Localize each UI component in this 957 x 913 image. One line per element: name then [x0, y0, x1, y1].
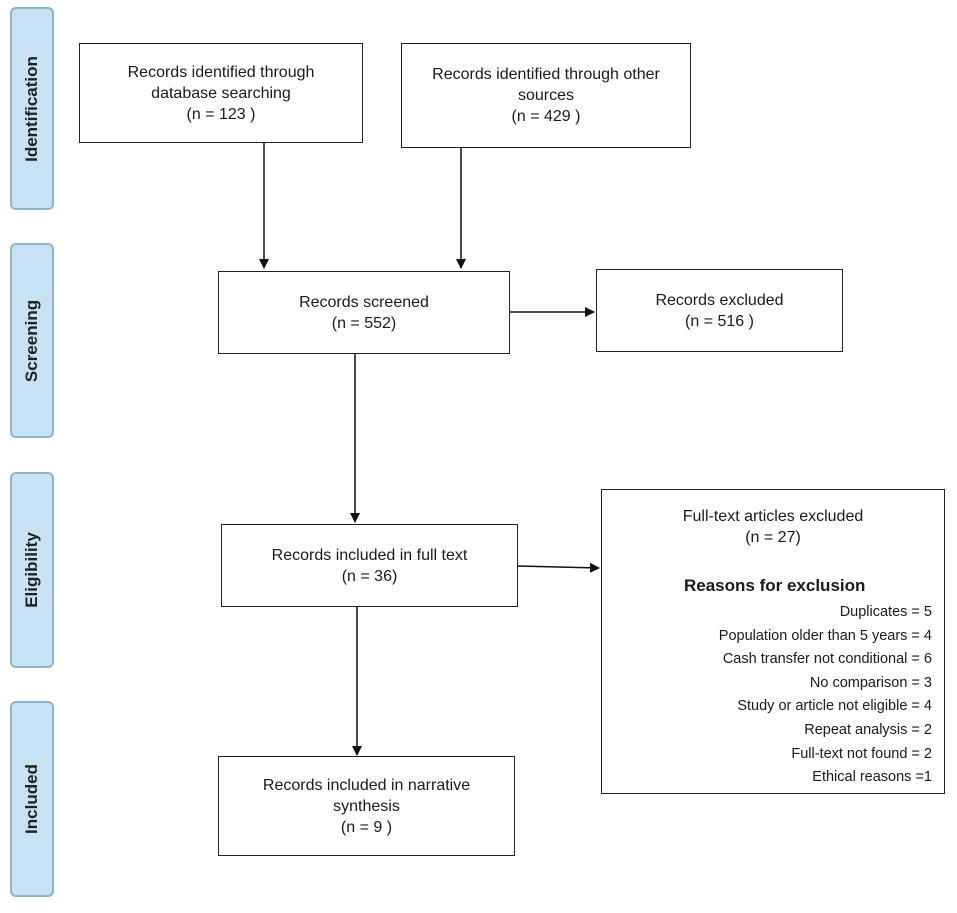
reason-item: Study or article not eligible = 4 [737, 698, 932, 715]
box-fulltext-excluded: Full-text articles excluded (n = 27) Rea… [601, 489, 945, 794]
arrow-fulltext-to-excluded [517, 562, 600, 573]
reasons-list: Duplicates = 5 Population older than 5 y… [719, 601, 932, 790]
reason-item: Repeat analysis = 2 [804, 721, 932, 738]
phase-included: Included [10, 701, 54, 897]
box-other-sources-text: Records identified through other sources… [432, 66, 660, 125]
fulltext-excluded-title: Full-text articles excluded (n = 27) [682, 508, 864, 546]
reason-item: Ethical reasons =1 [812, 769, 932, 786]
box-full-text-text: Records included in full text (n = 36) [271, 546, 468, 585]
box-narrative-synthesis-text: Records included in narrative synthesis … [262, 776, 471, 836]
box-database-search: Records identified through database sear… [79, 43, 363, 143]
box-screened-text: Records screened (n = 552) [299, 293, 429, 332]
box-narrative-synthesis: Records included in narrative synthesis … [218, 756, 515, 856]
box-full-text: Records included in full text (n = 36) [221, 524, 518, 607]
box-excluded-text: Records excluded (n = 516 ) [655, 291, 784, 330]
reason-item: Population older than 5 years = 4 [718, 627, 932, 644]
reason-item: Cash transfer not conditional = 6 [722, 651, 932, 668]
reasons-title: Reasons for exclusion [684, 576, 866, 595]
reason-item: No comparison = 3 [809, 674, 932, 691]
box-excluded: Records excluded (n = 516 ) [596, 269, 843, 352]
phase-identification: Identification [10, 7, 54, 210]
phase-screening: Screening [10, 243, 54, 438]
box-other-sources: Records identified through other sources… [401, 43, 691, 148]
phase-eligibility: Eligibility [10, 472, 54, 668]
box-screened: Records screened (n = 552) [218, 271, 510, 354]
box-database-search-text: Records identified through database sear… [127, 63, 315, 123]
reason-item: Full-text not found = 2 [791, 745, 932, 762]
reason-item: Duplicates = 5 [839, 604, 932, 620]
